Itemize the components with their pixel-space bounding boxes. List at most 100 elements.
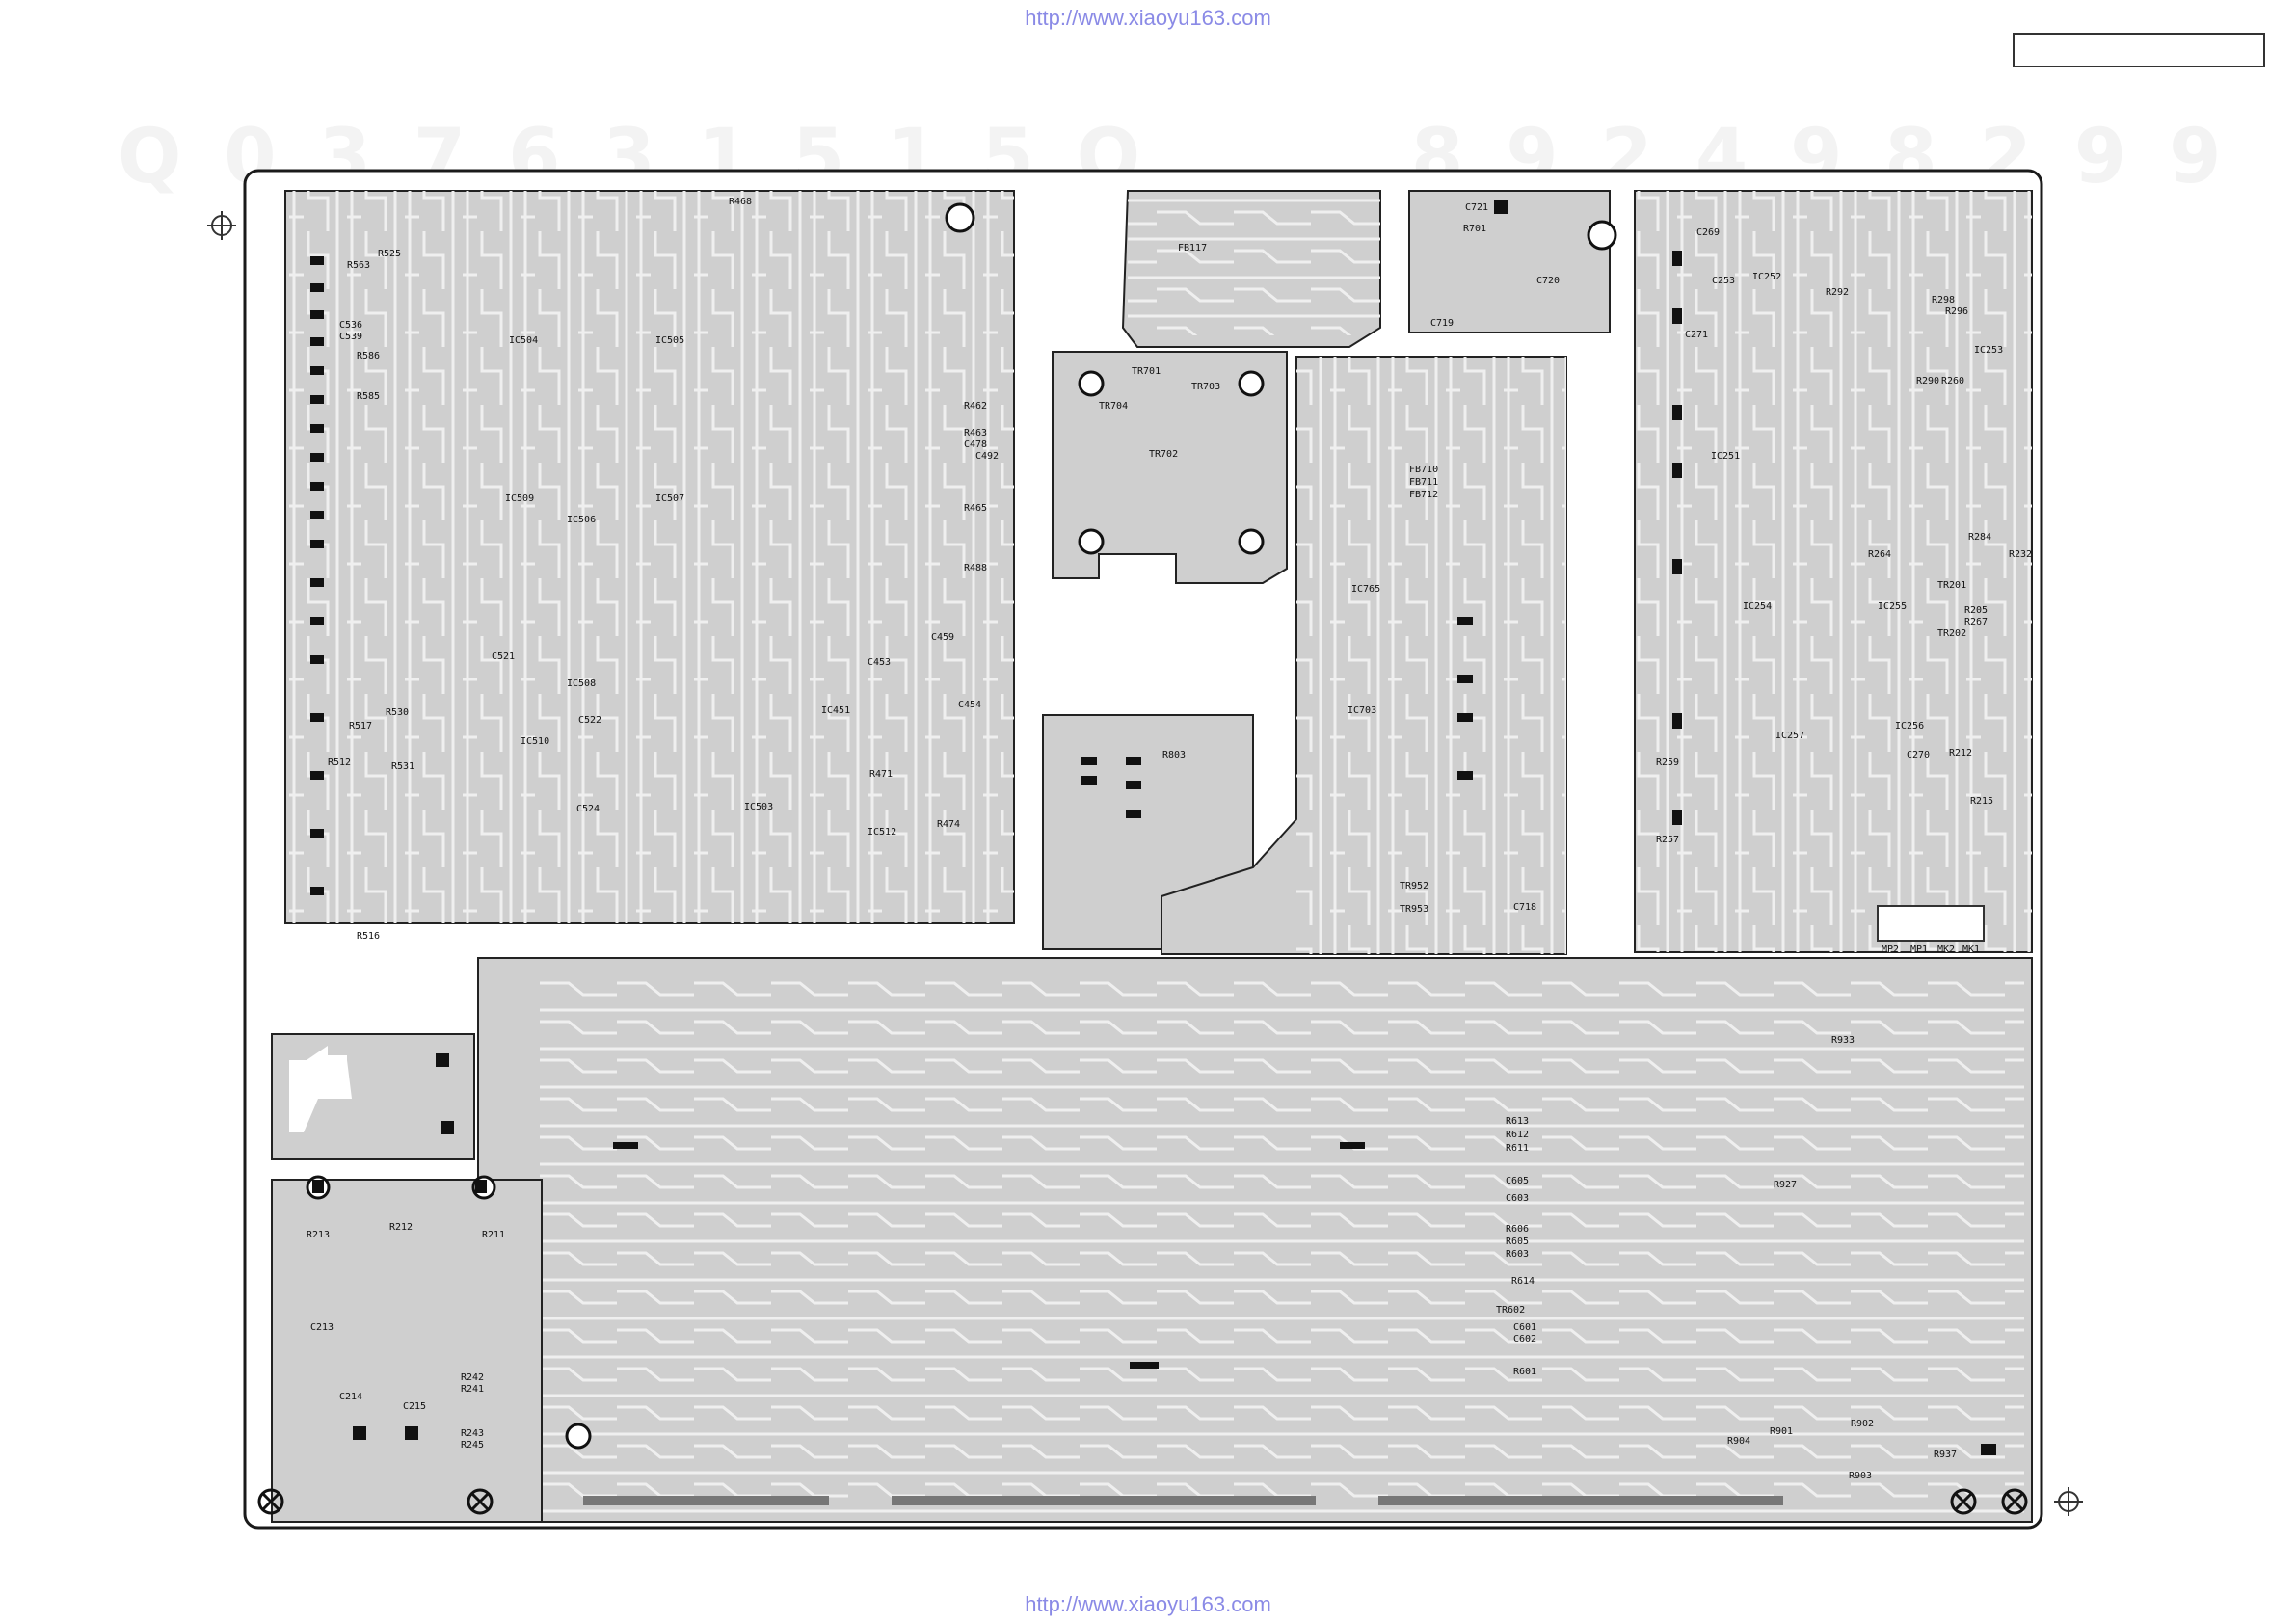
label-r902: R902 bbox=[1851, 1419, 1874, 1429]
label-mk2: MK2 bbox=[1937, 945, 1955, 955]
source-url-bottom[interactable]: http://www.xiaoyu163.com bbox=[1025, 1592, 1271, 1616]
arrow-marking bbox=[307, 1046, 347, 1075]
label-r243: R243 bbox=[461, 1428, 484, 1439]
label-tr701: TR701 bbox=[1132, 366, 1161, 377]
label-r298: R298 bbox=[1932, 295, 1955, 306]
section-center-transistors bbox=[1052, 351, 1288, 584]
component-pads bbox=[310, 200, 1996, 1455]
label-r531: R531 bbox=[391, 761, 414, 772]
label-r267: R267 bbox=[1964, 617, 1988, 627]
label-c213: C213 bbox=[310, 1322, 334, 1333]
label-c522: C522 bbox=[578, 715, 601, 726]
label-r211: R211 bbox=[482, 1230, 505, 1240]
section-upper-right-top bbox=[1408, 190, 1611, 333]
label-c459: C459 bbox=[931, 632, 954, 643]
label-tr202: TR202 bbox=[1937, 628, 1966, 639]
label-r471: R471 bbox=[869, 769, 893, 780]
label-r205: R205 bbox=[1964, 605, 1988, 616]
label-fb711: FB711 bbox=[1409, 477, 1438, 488]
label-r212: R212 bbox=[389, 1222, 413, 1233]
label-r284: R284 bbox=[1968, 532, 1991, 543]
label-r612: R612 bbox=[1506, 1130, 1529, 1140]
section-lower-main bbox=[477, 957, 2033, 1523]
label-r245: R245 bbox=[461, 1440, 484, 1450]
label-r701: R701 bbox=[1463, 224, 1486, 234]
label-ic257: IC257 bbox=[1775, 731, 1804, 741]
label-c270: C270 bbox=[1907, 750, 1930, 760]
label-r601: R601 bbox=[1513, 1367, 1536, 1377]
label-c524: C524 bbox=[576, 804, 600, 814]
label-ic703: IC703 bbox=[1348, 705, 1376, 716]
label-r463: R463 bbox=[964, 428, 987, 439]
label-r488: R488 bbox=[964, 563, 987, 573]
section-upper-right bbox=[1634, 190, 2033, 953]
label-r903: R903 bbox=[1849, 1471, 1872, 1481]
label-r512: R512 bbox=[328, 758, 351, 768]
label-r927: R927 bbox=[1774, 1180, 1797, 1190]
label-r563: R563 bbox=[347, 260, 370, 271]
label-ic509: IC509 bbox=[505, 493, 534, 504]
label-fb710: FB710 bbox=[1409, 465, 1438, 475]
source-url-top[interactable]: http://www.xiaoyu163.com bbox=[1025, 6, 1271, 30]
label-r901: R901 bbox=[1770, 1426, 1793, 1437]
label-c718: C718 bbox=[1513, 902, 1536, 913]
label-r611: R611 bbox=[1506, 1143, 1529, 1154]
label-c605: C605 bbox=[1506, 1176, 1529, 1186]
label-ic503: IC503 bbox=[744, 802, 773, 812]
label-r904: R904 bbox=[1727, 1436, 1750, 1447]
label-r465: R465 bbox=[964, 503, 987, 514]
label-c478: C478 bbox=[964, 439, 987, 450]
label-c214: C214 bbox=[339, 1392, 362, 1402]
label-r525: R525 bbox=[378, 249, 401, 259]
label-mk1: MK1 bbox=[1962, 945, 1980, 955]
label-tr702: TR702 bbox=[1149, 449, 1178, 460]
label-r530: R530 bbox=[386, 707, 409, 718]
label-ic256: IC256 bbox=[1895, 721, 1924, 732]
label-ic451: IC451 bbox=[821, 705, 850, 716]
label-r516: R516 bbox=[357, 931, 380, 942]
label-r474: R474 bbox=[937, 819, 960, 830]
label-tr703: TR703 bbox=[1191, 382, 1220, 392]
label-r613: R613 bbox=[1506, 1116, 1529, 1127]
label-mp1: MP1 bbox=[1910, 945, 1928, 955]
label-tr602: TR602 bbox=[1496, 1305, 1525, 1316]
label-c492: C492 bbox=[975, 451, 999, 462]
label-ic507: IC507 bbox=[655, 493, 684, 504]
label-r260: R260 bbox=[1941, 376, 1964, 386]
label-r296: R296 bbox=[1945, 306, 1968, 317]
label-c253: C253 bbox=[1712, 276, 1735, 286]
label-r241: R241 bbox=[461, 1384, 484, 1395]
label-r586: R586 bbox=[357, 351, 380, 361]
label-ic505: IC505 bbox=[655, 335, 684, 346]
label-r933: R933 bbox=[1831, 1035, 1855, 1046]
label-ic765: IC765 bbox=[1351, 584, 1380, 595]
label-r937: R937 bbox=[1934, 1450, 1957, 1460]
label-fb117: FB117 bbox=[1178, 243, 1207, 253]
label-tr952: TR952 bbox=[1400, 881, 1428, 891]
label-r290: R290 bbox=[1916, 376, 1939, 386]
label-r212b: R212 bbox=[1949, 748, 1972, 758]
label-c539: C539 bbox=[339, 332, 362, 342]
label-r468: R468 bbox=[729, 197, 752, 207]
label-r232: R232 bbox=[2009, 549, 2032, 560]
label-r603: R603 bbox=[1506, 1249, 1529, 1260]
label-r614: R614 bbox=[1511, 1276, 1535, 1287]
label-c271: C271 bbox=[1685, 330, 1708, 340]
label-ic253: IC253 bbox=[1974, 345, 2003, 356]
label-tr201: TR201 bbox=[1937, 580, 1966, 591]
label-c215: C215 bbox=[403, 1401, 426, 1412]
label-ic506: IC506 bbox=[567, 515, 596, 525]
page-number-box bbox=[2013, 33, 2265, 67]
label-ic255: IC255 bbox=[1878, 601, 1907, 612]
section-lower-left bbox=[271, 1033, 543, 1523]
label-mp2: MP2 bbox=[1882, 945, 1899, 955]
connector-mp-mk bbox=[1877, 905, 1985, 942]
label-r242: R242 bbox=[461, 1372, 484, 1383]
label-c454: C454 bbox=[958, 700, 981, 710]
section-upper-mid-top bbox=[1121, 190, 1381, 348]
label-c720: C720 bbox=[1536, 276, 1560, 286]
label-r517: R517 bbox=[349, 721, 372, 732]
label-c603: C603 bbox=[1506, 1193, 1529, 1204]
label-ic510: IC510 bbox=[521, 736, 549, 747]
